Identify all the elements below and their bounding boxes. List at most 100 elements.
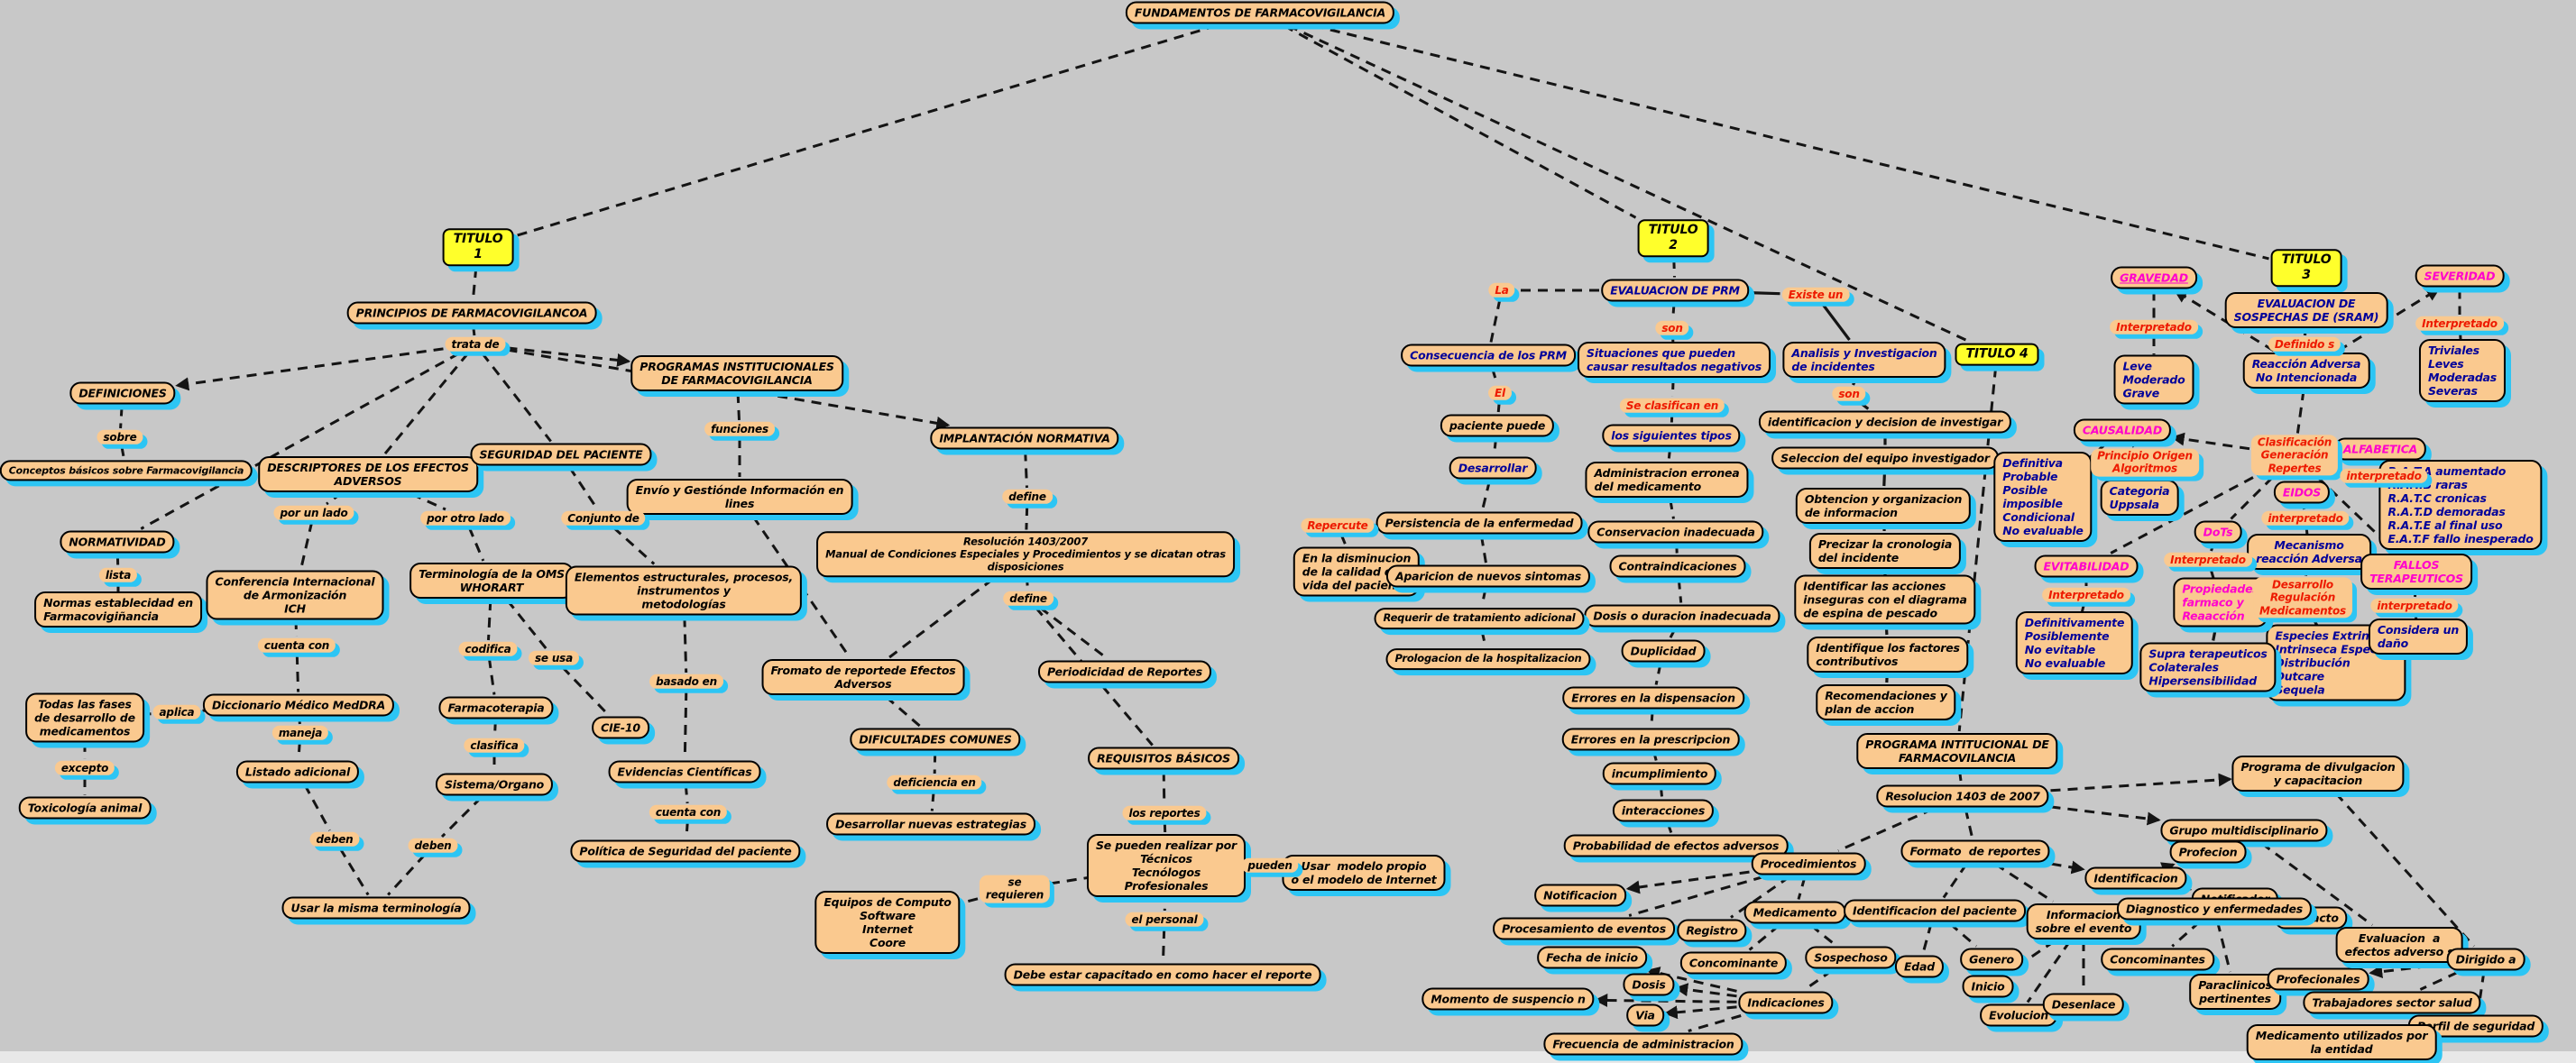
node-clasificacion[interactable]: Clasificación Generación Repertes: [2250, 435, 2339, 476]
node-trabajadores[interactable]: Trabajadores sector salud: [2303, 991, 2481, 1014]
node-mecanismo[interactable]: Mecanismo reacción Adversa: [2247, 534, 2371, 570]
node-duplicidad[interactable]: Duplicidad: [1621, 639, 1706, 663]
node-conservacion[interactable]: Conservacion inadecuada: [1587, 520, 1764, 544]
node-profecionales[interactable]: Profecionales: [2267, 967, 2369, 991]
node-identificacion-paciente[interactable]: Identificacion del paciente: [1844, 899, 2026, 922]
node-seleccion-equipo[interactable]: Seleccion del equipo investigador: [1771, 446, 1999, 470]
node-siguientes-tipos[interactable]: los siguientes tipos: [1602, 424, 1741, 447]
node-fecha-inicio[interactable]: Fecha de inicio: [1537, 946, 1647, 969]
node-edad[interactable]: Edad: [1894, 955, 1945, 978]
node-deficiencia-en[interactable]: deficiencia en: [887, 774, 982, 791]
node-identifique-factores[interactable]: Identifique los factores contributivos: [1807, 637, 1969, 673]
node-se-requieren[interactable]: se requieren: [979, 875, 1051, 903]
node-contraindicaciones[interactable]: Contraindicaciones: [1609, 554, 1746, 578]
node-analisis[interactable]: Analisis y Investigacion de incidentes: [1782, 342, 1946, 378]
node-procedimientos[interactable]: Procedimientos: [1751, 852, 1866, 875]
node-define-1[interactable]: define: [1002, 489, 1053, 505]
node-titulo1[interactable]: TITULO 1: [442, 228, 514, 266]
node-errores-dispensacion[interactable]: Errores en la dispensacion: [1562, 686, 1744, 710]
node-programas-inst[interactable]: PROGRAMAS INSTITUCIONALES DE FARMACOVIGI…: [630, 355, 843, 391]
node-identificacion-n[interactable]: Identificacion: [2084, 866, 2187, 890]
node-reaccion-adversa[interactable]: Reacción Adversa No Intencionada: [2242, 353, 2370, 389]
node-farmacoterapia[interactable]: Farmacoterapia: [438, 696, 554, 719]
node-listado[interactable]: Listado adicional: [235, 760, 360, 784]
node-son-2[interactable]: son: [1832, 386, 1866, 402]
node-conferencia[interactable]: Conferencia Internacional de Armonizació…: [206, 570, 384, 620]
node-toxicologia[interactable]: Toxicología animal: [18, 796, 152, 820]
node-indicaciones[interactable]: Indicaciones: [1738, 991, 1834, 1014]
node-periodicidad[interactable]: Periodicidad de Reportes: [1037, 660, 1212, 683]
node-se-clasifican[interactable]: Se clasifican en: [1619, 398, 1725, 414]
node-genero[interactable]: Genero: [1960, 948, 2023, 971]
node-requerir[interactable]: Requerir de tratamiento adicional: [1374, 608, 1585, 629]
node-consecuencia[interactable]: Consecuencia de los PRM: [1401, 344, 1576, 367]
node-titulo3[interactable]: TITULO 3: [2270, 249, 2342, 287]
node-funciones[interactable]: funciones: [704, 421, 775, 437]
node-prologacion[interactable]: Prologacion de la hospitalizacion: [1385, 648, 1591, 670]
node-basado-en[interactable]: basado en: [649, 674, 723, 690]
node-diagnostico[interactable]: Diagnostico y enfermedades: [2116, 897, 2313, 921]
node-elementos[interactable]: Elementos estructurales, procesos, instr…: [565, 565, 803, 616]
node-descriptores[interactable]: DESCRIPTORES DE LOS EFECTOS ADVERSOS: [258, 456, 478, 492]
node-eval-sospechas[interactable]: EVALUACION DE SOSPECHAS DE (SRAM): [2224, 292, 2388, 328]
node-requisitos[interactable]: REQUISITOS BÁSICOS: [1088, 747, 1239, 770]
node-el-personal[interactable]: el personal: [1125, 912, 1204, 928]
node-probabilidad[interactable]: Probabilidad de efectos adversos: [1563, 834, 1789, 857]
node-normatividad[interactable]: NORMATIVIDAD: [60, 530, 175, 554]
node-desarrollar-estrategias[interactable]: Desarrollar nuevas estrategias: [826, 812, 1035, 836]
node-se-pueden[interactable]: Se pueden realizar por Técnicos Tecnólog…: [1086, 834, 1247, 897]
node-considera[interactable]: Considera un daño: [2368, 619, 2469, 655]
node-notificacion[interactable]: Notificacion: [1534, 884, 1626, 907]
node-inicio[interactable]: Inicio: [1962, 975, 2014, 998]
node-titulo2[interactable]: TITULO 2: [1637, 219, 1709, 257]
node-resolucion-2007[interactable]: Resolucion 1403 de 2007: [1876, 784, 2049, 808]
node-implantacion[interactable]: IMPLANTACIÓN NORMATIVA: [930, 426, 1119, 450]
node-definiciones[interactable]: DEFINICIONES: [69, 381, 176, 405]
node-concominantes[interactable]: Concominantes: [2101, 948, 2214, 971]
node-evidencias[interactable]: Evidencias Científicas: [608, 760, 761, 784]
node-pueden[interactable]: pueden: [1241, 857, 1299, 874]
node-definido[interactable]: Definido s: [2268, 336, 2341, 353]
node-interpretado-d[interactable]: Interpretado: [2164, 552, 2252, 568]
node-dirigido-a[interactable]: Dirigido a: [2446, 948, 2525, 971]
node-frecuencia[interactable]: Frecuencia de administracion: [1543, 1032, 1743, 1056]
node-triviales[interactable]: Triviales Leves Moderadas Severas: [2418, 339, 2507, 402]
node-debe-capacitado[interactable]: Debe estar capacitado en como hacer el r…: [1004, 963, 1321, 986]
node-alfabetica[interactable]: ALFABETICA: [2333, 437, 2427, 461]
node-causalidad[interactable]: CAUSALIDAD: [2073, 418, 2172, 442]
node-evaluacion-prm[interactable]: EVALUACION DE PRM: [1601, 279, 1749, 302]
node-conceptos[interactable]: Conceptos básicos sobre Farmacovigilanci…: [0, 460, 253, 481]
node-envio[interactable]: Envío y Gestiónde Información en lines: [626, 479, 853, 515]
node-dosis[interactable]: Dosis: [1623, 973, 1675, 996]
node-supra[interactable]: Supra terapeuticos Colaterales Hipersens…: [2139, 642, 2277, 692]
node-terminologia-oms[interactable]: Terminología de la OMS WHORART: [409, 563, 574, 599]
node-los-reportes[interactable]: los reportes: [1122, 805, 1207, 821]
node-interpretado-a[interactable]: interpretado: [2340, 468, 2428, 484]
node-seguridad-paciente[interactable]: SEGURIDAD DEL PACIENTE: [470, 443, 652, 466]
node-cuenta-con-1[interactable]: cuenta con: [257, 637, 336, 654]
node-incumplimiento[interactable]: incumplimiento: [1602, 762, 1717, 785]
node-sospechoso[interactable]: Sospechoso: [1805, 946, 1897, 969]
node-usar-modelo[interactable]: Usar modelo propio o el modelo de Intern…: [1282, 855, 1446, 891]
node-maneja[interactable]: maneja: [271, 725, 329, 741]
node-definitiva[interactable]: Definitiva Probable Posible imposible Co…: [1993, 452, 2093, 542]
node-dots[interactable]: DoTs: [2194, 520, 2242, 544]
node-momento[interactable]: Momento de suspencio n: [1421, 987, 1595, 1011]
node-interpretado-f[interactable]: interpretado: [2370, 598, 2459, 614]
node-la[interactable]: La: [1488, 282, 1515, 298]
node-gravedad[interactable]: GRAVEDAD: [2111, 266, 2197, 289]
node-errores-prescripcion[interactable]: Errores en la prescripcion: [1561, 728, 1740, 751]
node-desarrollar[interactable]: Desarrollar: [1449, 456, 1537, 480]
node-desenlace[interactable]: Desenlace: [2042, 993, 2125, 1016]
node-el[interactable]: El: [1488, 385, 1512, 401]
node-cuenta-con-2[interactable]: cuenta con: [649, 804, 728, 820]
node-administracion-erronea[interactable]: Administracion erronea del medicamento: [1585, 462, 1749, 498]
node-conjunto-de[interactable]: Conjunto de: [561, 510, 646, 527]
node-dosis-duracion[interactable]: Dosis o duracion inadecuada: [1584, 604, 1780, 628]
node-sistema-organo[interactable]: Sistema/Organo: [435, 773, 554, 796]
node-aparicion[interactable]: Aparicion de nuevos sintomas: [1385, 564, 1591, 588]
node-usar-terminologia[interactable]: Usar la misma terminología: [281, 896, 471, 920]
node-categoria[interactable]: Categoria Uppsala: [2100, 480, 2179, 516]
node-persistencia[interactable]: Persistencia de la enfermedad: [1375, 511, 1583, 535]
node-normas[interactable]: Normas establecidad en Farmacovigiñancia: [34, 591, 202, 628]
